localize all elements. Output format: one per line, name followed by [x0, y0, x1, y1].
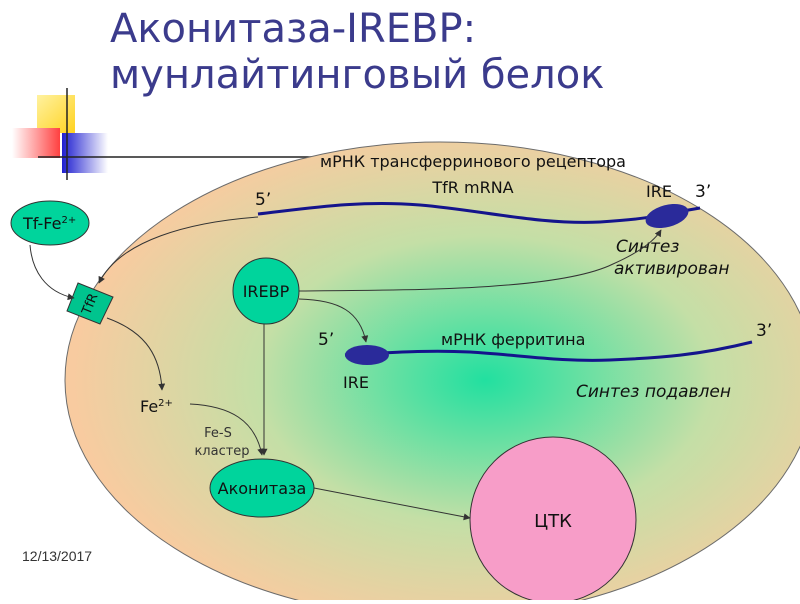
tfr-three-prime: 3’	[695, 182, 711, 202]
decor-yellow-square	[37, 95, 75, 133]
tfr-receptor: TfR	[66, 282, 114, 325]
tfr-receptor-shape	[66, 282, 114, 325]
aconitase-label: Аконитаза	[218, 479, 307, 498]
decorative-squares	[12, 88, 330, 180]
irebp-label: IREBP	[243, 282, 290, 301]
arrow-tfr-mrna-to-tfr	[98, 216, 259, 284]
slide-title-line1: Аконитаза-IREBP:	[110, 6, 477, 52]
fes-cluster-line1: Fe-S	[204, 426, 232, 441]
arrow-irebp-to-ferritin-ire	[298, 298, 369, 343]
arrow-tfr-to-fe	[106, 317, 166, 391]
tfr-ire-oval	[645, 203, 689, 229]
fes-cluster-line2: кластер	[194, 444, 249, 459]
arrow-irebp-to-tfr-ire	[298, 229, 662, 292]
synthesis-activated-line2: активирован	[614, 259, 729, 279]
decor-blue-square	[62, 133, 108, 173]
arrow-aconitase-to-tca	[313, 487, 471, 521]
tf-fe-label: Tf-Fe2+	[22, 214, 76, 233]
arrow-tffe-to-tfr	[29, 244, 75, 301]
synthesis-suppressed: Синтез подавлен	[576, 382, 731, 402]
tfr-mrna-label-line1: мРНК трансферринового рецептора	[320, 152, 626, 171]
slide-title-line2: мунлайтинговый белок	[110, 52, 605, 98]
fe-label: Fe2+	[140, 397, 173, 416]
fe-text: Fe	[140, 397, 158, 416]
decor-red-square	[12, 128, 60, 158]
ferritin-mrna-strand	[344, 340, 753, 362]
ferritin-five-prime: 5’	[318, 330, 334, 350]
tfr-five-prime: 5’	[255, 190, 271, 210]
ferritin-mrna-label: мРНК ферритина	[441, 330, 585, 349]
arrows	[29, 216, 662, 521]
slide-title: Аконитаза-IREBP: мунлайтинговый белок	[110, 6, 790, 98]
tf-fe-superscript: 2+	[61, 215, 76, 226]
ferritin-three-prime: 3’	[756, 321, 772, 341]
fe-superscript: 2+	[158, 398, 173, 409]
tca-label: ЦТК	[534, 511, 572, 532]
tfr-mrna-strand	[257, 201, 701, 224]
tf-fe-node	[10, 200, 90, 246]
slide-date: 12/13/2017	[22, 548, 93, 564]
ferritin-ire-oval	[345, 345, 389, 365]
ferritin-ire-label: IRE	[343, 373, 369, 392]
tf-fe-text: Tf-Fe	[22, 214, 61, 233]
synthesis-activated-line1: Синтез	[616, 237, 679, 257]
tfr-ire-label: IRE	[646, 182, 672, 201]
tfr-mrna-label-line2: TfR mRNA	[431, 178, 513, 197]
arrow-fe-to-aconitase	[189, 403, 265, 456]
